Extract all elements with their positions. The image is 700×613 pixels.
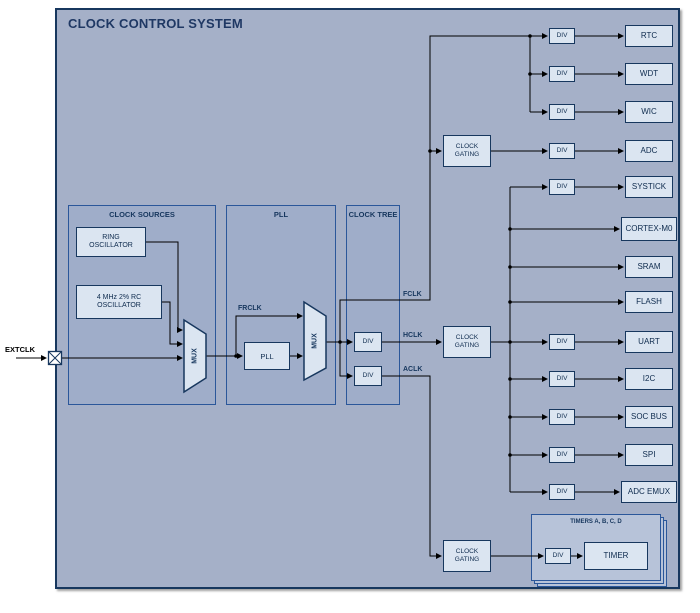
block-rc-oscillator: 4 MHz 2% RC OSCILLATOR bbox=[76, 285, 162, 319]
div-i2c: DIV bbox=[549, 371, 575, 387]
block-systick: SYSTICK bbox=[625, 176, 673, 198]
block-cortex-m0: CORTEX-M0 bbox=[621, 217, 677, 241]
clock-tree-title: CLOCK TREE bbox=[348, 210, 398, 219]
block-sram: SRAM bbox=[625, 256, 673, 278]
block-wic: WIC bbox=[625, 101, 673, 123]
block-pll: PLL bbox=[244, 342, 290, 370]
block-rtc: RTC bbox=[625, 25, 673, 47]
block-uart: UART bbox=[625, 331, 673, 353]
block-i2c: I2C bbox=[625, 368, 673, 390]
div-wic: DIV bbox=[549, 104, 575, 120]
clock-gating-fclk: CLOCK GATING bbox=[443, 135, 491, 167]
fclk-label: FCLK bbox=[403, 291, 422, 298]
div-hclk: DIV bbox=[354, 332, 382, 352]
block-spi: SPI bbox=[625, 444, 673, 466]
div-timer: DIV bbox=[545, 548, 571, 564]
block-adc-emux: ADC EMUX bbox=[621, 481, 677, 503]
block-wdt: WDT bbox=[625, 63, 673, 85]
extclk-label: EXTCLK bbox=[5, 345, 35, 354]
pll-group-title: PLL bbox=[273, 210, 289, 219]
diagram-title: CLOCK CONTROL SYSTEM bbox=[68, 16, 243, 31]
block-flash: FLASH bbox=[625, 291, 673, 313]
frclk-label: FRCLK bbox=[238, 305, 262, 312]
div-rtc: DIV bbox=[549, 28, 575, 44]
div-aclk: DIV bbox=[354, 366, 382, 386]
hclk-label: HCLK bbox=[403, 332, 423, 339]
div-soc-bus: DIV bbox=[549, 409, 575, 425]
div-wdt: DIV bbox=[549, 66, 575, 82]
div-spi: DIV bbox=[549, 447, 575, 463]
div-systick: DIV bbox=[549, 179, 575, 195]
div-adc-emux: DIV bbox=[549, 484, 575, 500]
block-adc: ADC bbox=[625, 140, 673, 162]
clock-gating-hclk: CLOCK GATING bbox=[443, 326, 491, 358]
div-adc: DIV bbox=[549, 143, 575, 159]
clock-gating-aclk: CLOCK GATING bbox=[443, 540, 491, 572]
aclk-label: ACLK bbox=[403, 366, 423, 373]
block-timer: TIMER bbox=[584, 542, 648, 570]
block-soc-bus: SOC BUS bbox=[625, 406, 673, 428]
timers-group-title: TIMERS A, B, C, D bbox=[570, 519, 622, 525]
div-uart: DIV bbox=[549, 334, 575, 350]
clock-sources-title: CLOCK SOURCES bbox=[109, 210, 175, 219]
block-ring-oscillator: RING OSCILLATOR bbox=[76, 227, 146, 257]
